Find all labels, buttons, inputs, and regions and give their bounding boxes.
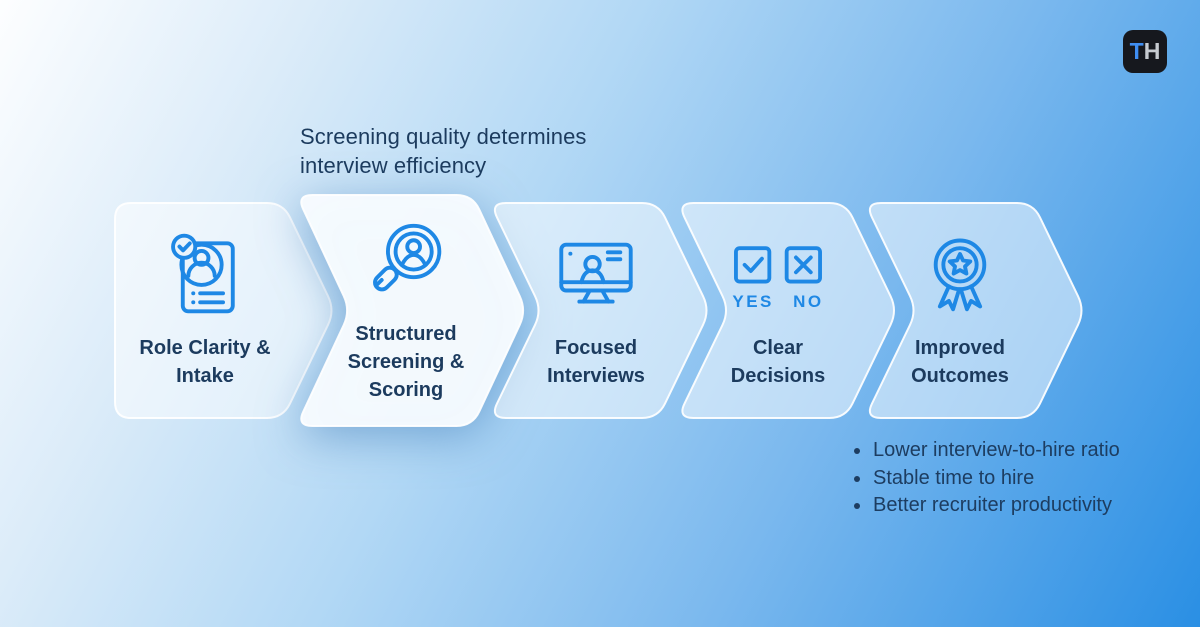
step-1: Role Clarity &Intake [113, 227, 297, 390]
logo-letter-t: T [1129, 38, 1144, 64]
outcomes-list: Lower interview-to-hire ratioStable time… [849, 437, 1120, 520]
logo-letter-h: H [1143, 38, 1161, 64]
heading-line-1: Screening quality determines [300, 124, 587, 149]
magnifier-candidate-icon [356, 213, 456, 315]
document-person-check-icon [155, 227, 255, 329]
monitor-interview-icon [546, 227, 646, 329]
heading: Screening quality determines interview e… [300, 122, 587, 180]
yes-no-checkboxes-icon: YES NO [731, 227, 825, 329]
outcome-item: Stable time to hire [872, 465, 1120, 493]
step-card-2 [300, 194, 525, 427]
step-card-3 [493, 202, 708, 419]
outcome-item: Better recruiter productivity [872, 492, 1120, 520]
step-card-5 [868, 202, 1083, 419]
heading-line-2: interview efficiency [300, 153, 487, 178]
award-medal-icon [910, 227, 1010, 329]
step-label: Role Clarity &Intake [139, 337, 271, 387]
outcome-item: Lower interview-to-hire ratio [872, 437, 1120, 465]
yes-no-caption: YES NO [732, 292, 824, 311]
